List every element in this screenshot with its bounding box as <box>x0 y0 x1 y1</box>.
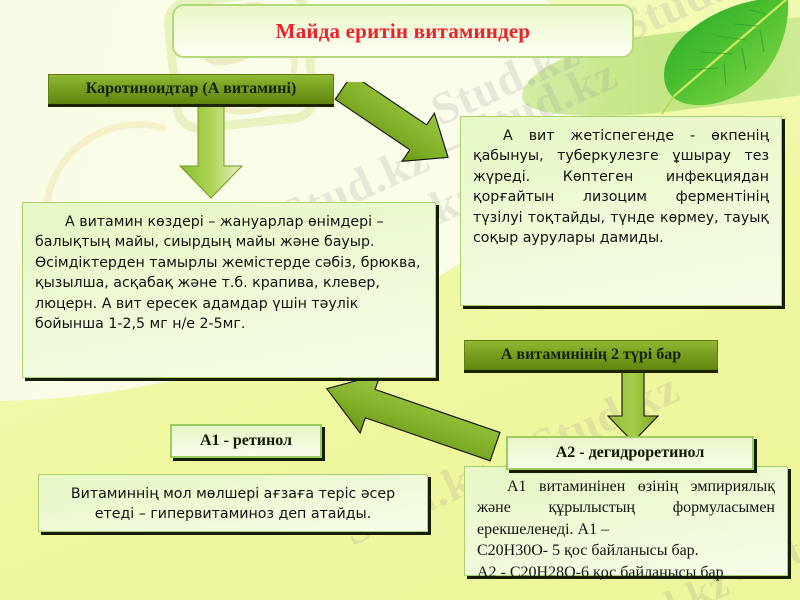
header-two-types: А витаминінің 2 түрі бар <box>464 340 718 370</box>
slide-title-box: Майда еритін витаминдер <box>172 4 634 58</box>
label-a2-dehydroretinol: А2 - дегидроретинол <box>506 436 754 470</box>
textbox-vitamin-a-sources: А витамин көздері – жануарлар өнімдері –… <box>22 202 436 378</box>
textbox-vitamin-a-deficiency: А вит жетіспегенде - өкпенің қабынуы, ту… <box>460 116 782 306</box>
formula-a2-text: А2 - С20Н28О-6 қос байланысы бар <box>477 563 724 581</box>
header-two-types-label: А витаминінің 2 түрі бар <box>500 346 682 363</box>
header-carotenoids-label: Каротиноидтар (А витамині) <box>85 80 297 97</box>
arrow-diagonal-down-right-icon <box>330 73 470 172</box>
arrow-diagonal-down-left-icon <box>316 372 502 466</box>
page-title: Майда еритін витаминдер <box>275 18 531 43</box>
label-a1-retinol-text: А1 - ретинол <box>200 432 292 449</box>
label-a1-retinol: А1 - ретинол <box>170 424 322 458</box>
formula-intro-text: А1 витаминінен өзінің эмпириялық және құ… <box>477 478 775 538</box>
header-carotenoids: Каротиноидтар (А витамині) <box>48 74 334 104</box>
formula-a1-text: С20Н30О- 5 қос байланысы бар. <box>477 542 699 560</box>
textbox-formulas: А1 витаминінен өзінің эмпириялық және құ… <box>464 466 788 581</box>
leaf-icon <box>638 0 798 118</box>
textbox-hypervitaminosis: Витаминнің мол мөлшері ағзаға теріс әсер… <box>38 474 428 532</box>
arrow-down-icon <box>176 103 246 204</box>
label-a2-dehydroretinol-text: А2 - дегидроретинол <box>555 444 705 461</box>
